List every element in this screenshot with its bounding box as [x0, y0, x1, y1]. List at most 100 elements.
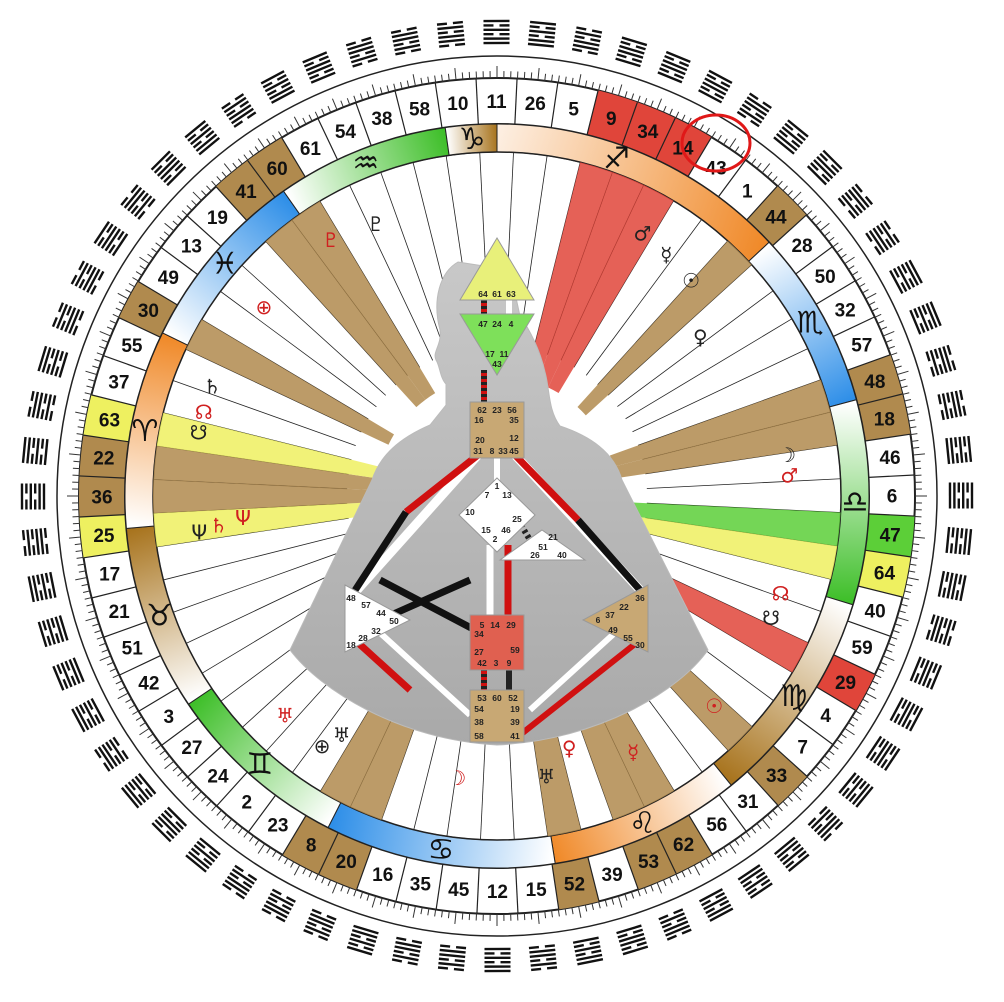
- center-gate-number: 35: [509, 415, 519, 425]
- center-gate-number: 63: [506, 289, 516, 299]
- gate-number: 22: [93, 449, 114, 470]
- gate-number: 16: [372, 865, 393, 886]
- hexagram-icon: [909, 301, 942, 335]
- zodiac-sign-icon: ♊: [246, 747, 273, 782]
- planet-icon: ☊: [772, 582, 790, 606]
- center-gate-number: 44: [376, 608, 386, 618]
- planet-icon: ☽: [778, 443, 796, 467]
- hexagram-icon: [27, 571, 57, 603]
- center-gate-number: 22: [619, 602, 629, 612]
- hexagram-icon: [698, 888, 734, 922]
- gate-band: [746, 185, 807, 246]
- head-center: [459, 237, 535, 301]
- hexagram-icon: [909, 656, 943, 690]
- activation-ray: [609, 379, 831, 467]
- gate-number: 47: [880, 525, 901, 546]
- solar-plexus-center: [581, 584, 649, 653]
- hexagram-icon: [937, 570, 967, 602]
- hexagram-icon: [51, 302, 85, 336]
- gate-number: 33: [766, 766, 787, 787]
- gate-number: 27: [181, 738, 202, 759]
- center-gate-number: 36: [635, 593, 645, 603]
- ajna-center: [459, 313, 535, 376]
- gate-number: 15: [526, 880, 548, 901]
- gate-number: 29: [835, 673, 856, 694]
- center-gate-number: 49: [608, 625, 618, 635]
- gate-number: 9: [606, 109, 617, 130]
- gate-band: [857, 550, 911, 598]
- gate-band: [282, 815, 339, 875]
- gate-band: [656, 814, 713, 874]
- planet-icon: ☋: [762, 606, 780, 630]
- center-gate-number: 14: [490, 620, 500, 630]
- center-gate-number: 41: [510, 731, 520, 741]
- hexagram-icon: [222, 864, 258, 900]
- hexagram-icon: [838, 772, 874, 808]
- planet-icon: ♀: [562, 736, 577, 760]
- hexagram-icon: [436, 20, 466, 48]
- gate-number: 53: [638, 852, 659, 873]
- center-gate-number: 13: [502, 490, 512, 500]
- hexagram-icon: [571, 26, 603, 56]
- hexagram-icon: [865, 220, 900, 256]
- hexagram-icon: [889, 259, 923, 295]
- gate-number: 55: [121, 336, 143, 357]
- gate-number: 48: [864, 372, 885, 393]
- gate-number: 60: [267, 159, 288, 180]
- hexagram-icon: [925, 344, 957, 377]
- gate-number: 20: [336, 852, 357, 873]
- planet-icon: ☋: [190, 421, 208, 445]
- center-gate-number: 11: [500, 349, 509, 359]
- planet-icon: ♅: [333, 723, 351, 747]
- center-gate-number: 9: [507, 658, 512, 668]
- center-gate-number: 32: [371, 626, 381, 636]
- planet-icon: ♂: [780, 464, 798, 488]
- gate-number: 46: [879, 448, 900, 469]
- gate-number: 58: [409, 100, 430, 121]
- planet-icon: ☊: [195, 400, 213, 424]
- zodiac-sign-icon: ♋: [428, 833, 455, 868]
- planet-icon: ☿: [660, 242, 672, 266]
- center-gate-number: 51: [538, 542, 548, 552]
- center-gate-number: 57: [361, 600, 371, 610]
- center-gate-number: 55: [623, 633, 633, 643]
- gate-number: 1: [742, 181, 753, 202]
- gate-number: 64: [874, 564, 896, 585]
- center-gate-number: 17: [485, 349, 495, 359]
- hexagram-icon: [27, 390, 57, 422]
- center-gate-number: 7: [485, 490, 490, 500]
- activation-ray: [153, 445, 379, 491]
- gate-number: 17: [99, 564, 120, 585]
- gate-band: [215, 160, 276, 221]
- hexagram-icon: [837, 183, 874, 220]
- planet-icon: ♅: [538, 765, 556, 789]
- gate-number: 11: [487, 92, 508, 113]
- hexagram-icon: [925, 614, 957, 647]
- hexagram-icon: [945, 526, 973, 556]
- planet-icon: ☿: [627, 740, 639, 764]
- center-gate-number: 29: [506, 620, 516, 630]
- center-gate-number: 61: [492, 289, 502, 299]
- gate-number: 41: [236, 182, 258, 203]
- gate-number: 45: [448, 880, 470, 901]
- gate-band: [586, 90, 638, 146]
- hexagram-icon: [616, 924, 649, 956]
- hexagram-icon: [221, 93, 257, 128]
- gate-number: 34: [637, 122, 659, 143]
- zodiac-sign-icon: ♏: [797, 305, 824, 340]
- gate-number: 62: [673, 835, 694, 856]
- hexagram-icon: [391, 936, 423, 966]
- gate-band: [118, 281, 178, 338]
- hexagram-icon: [94, 736, 129, 772]
- planet-icon: ♄: [210, 513, 228, 537]
- activation-ray: [153, 479, 378, 514]
- gate-number: 8: [306, 836, 317, 857]
- center-gate-number: 20: [475, 435, 485, 445]
- gate-number: 35: [410, 874, 432, 895]
- zodiac-glyphs: ♐♏♎♍♌♋♊♉♈♓♒♑: [132, 122, 869, 868]
- gate-band: [816, 654, 876, 711]
- gate-band: [865, 513, 915, 557]
